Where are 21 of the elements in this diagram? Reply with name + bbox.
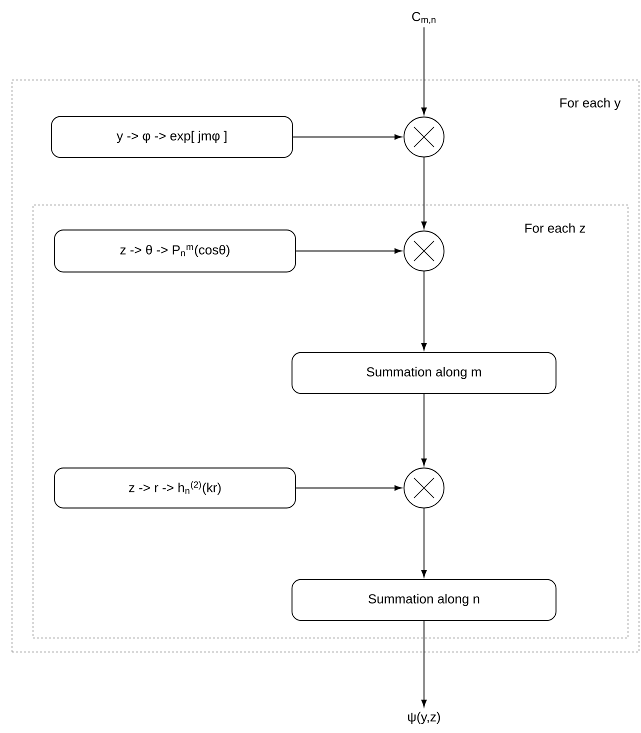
- arrow: [296, 485, 402, 491]
- process-box: z -> θ -> P$_{n}$$^{m}$(cosθ): [54, 230, 296, 272]
- arrow: [421, 508, 427, 578]
- arrow: [421, 271, 427, 350]
- multiply-circle: [404, 230, 444, 272]
- arrow: [421, 394, 427, 466]
- multiply-circle: [404, 468, 444, 508]
- arrow: [292, 134, 402, 140]
- arrow: [296, 248, 402, 254]
- process-box: z -> r -> h$_{n}$$^{(2)}$(kr): [54, 468, 296, 508]
- frame-heading: For each y: [560, 98, 621, 110]
- process-box: Summation along m: [292, 352, 556, 394]
- input-label: C$_{m,n}$: [412, 12, 436, 24]
- output-label: ψ(y,z): [408, 712, 440, 724]
- process-box: Summation along n: [292, 579, 556, 621]
- arrow: [421, 26, 427, 115]
- frame-heading: For each z: [525, 223, 586, 233]
- process-box: y -> φ -> exp[ jmφ ]: [51, 116, 293, 158]
- multiply-circle: [404, 116, 444, 158]
- arrow: [421, 620, 427, 708]
- arrow: [421, 157, 427, 229]
